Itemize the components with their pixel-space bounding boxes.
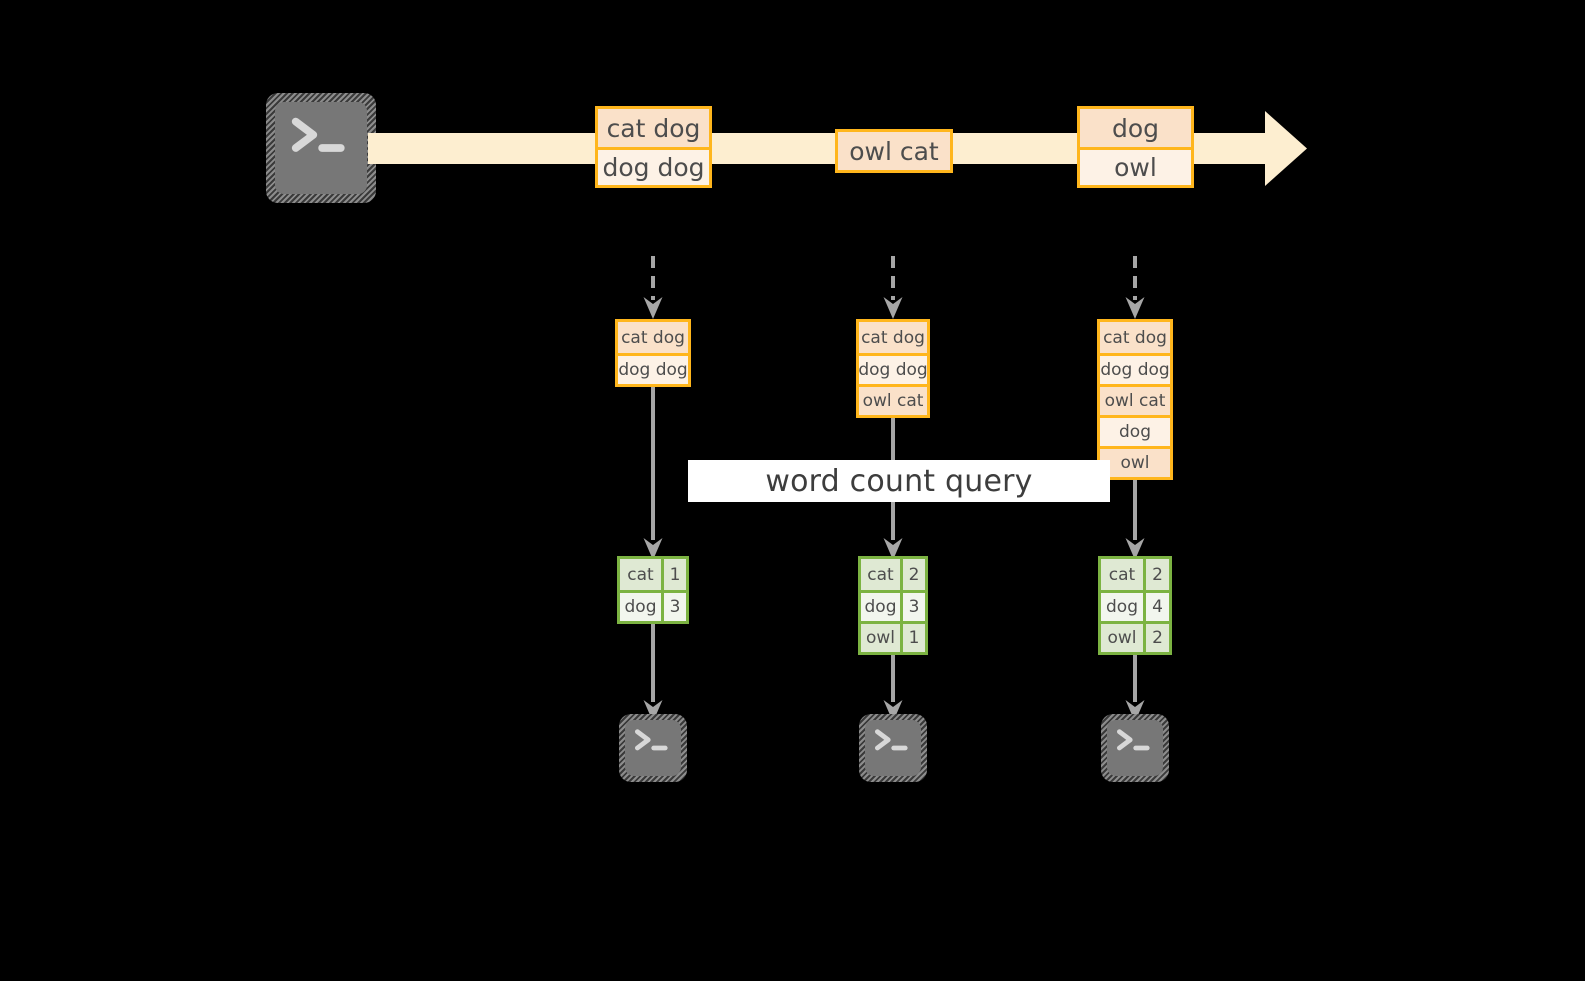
record-row: cat dog bbox=[618, 322, 688, 353]
record-row: dog dog bbox=[618, 353, 688, 384]
record-row: dog dog bbox=[858, 353, 928, 384]
snapshot-inbound-arrow-1 bbox=[643, 256, 663, 319]
snapshot-2-sink-arrow bbox=[883, 655, 903, 722]
record-row: owl cat bbox=[1100, 384, 1170, 415]
count-value-cell: 1 bbox=[664, 559, 686, 590]
count-word-cell: owl bbox=[1101, 624, 1146, 652]
snapshot-3-sink-terminal-icon: >_ bbox=[1101, 714, 1169, 782]
snapshot-1-sink-terminal-icon: >_ bbox=[619, 714, 687, 782]
arrowhead-down bbox=[883, 538, 903, 560]
terminal-prompt-glyph bbox=[874, 729, 908, 751]
record-row: cat dog bbox=[859, 322, 927, 353]
record-row: owl cat bbox=[838, 132, 950, 170]
record-row: dog dog bbox=[598, 147, 709, 185]
record-row: dog bbox=[1100, 415, 1170, 446]
arrowhead-down bbox=[883, 700, 903, 722]
arrowhead-down bbox=[643, 297, 663, 319]
count-word-cell: cat bbox=[861, 559, 903, 590]
count-word-cell: dog bbox=[1101, 593, 1146, 621]
snapshot-1-query-arrow bbox=[643, 387, 663, 560]
arrowhead-right bbox=[1265, 111, 1307, 186]
record-row: cat dog bbox=[1100, 322, 1170, 353]
terminal-prompt-glyph bbox=[634, 729, 668, 751]
snapshot-1-sink-arrow bbox=[643, 624, 663, 722]
count-value-cell: 2 bbox=[903, 559, 925, 590]
snapshot-2-sink-terminal-icon: >_ bbox=[859, 714, 927, 782]
record-row: cat dog bbox=[598, 109, 709, 147]
snapshot-3-query-arrow bbox=[1125, 480, 1145, 560]
record-row: owl bbox=[1080, 147, 1191, 185]
stream-group-2[interactable]: owl cat bbox=[835, 129, 953, 173]
snapshot-inbound-arrow-3 bbox=[1125, 256, 1145, 319]
arrowhead-down bbox=[643, 700, 663, 722]
record-row: dog dog bbox=[1100, 353, 1170, 384]
count-value-cell: 2 bbox=[1146, 624, 1169, 652]
count-word-cell: dog bbox=[861, 593, 903, 621]
record-row: dog bbox=[1080, 109, 1191, 147]
arrowhead-down bbox=[883, 297, 903, 319]
count-word-cell: owl bbox=[861, 624, 903, 652]
count-value-cell: 1 bbox=[903, 624, 925, 652]
terminal-prompt-glyph bbox=[1116, 729, 1150, 751]
record-row: owl bbox=[1100, 446, 1170, 477]
count-value-cell: 4 bbox=[1146, 593, 1169, 621]
count-value-cell: 2 bbox=[1146, 559, 1169, 590]
count-word-cell: cat bbox=[620, 559, 664, 590]
arrowhead-down bbox=[643, 538, 663, 560]
stream-arrowhead bbox=[1265, 111, 1307, 186]
source-terminal-icon: >_ bbox=[266, 93, 376, 203]
arrowhead-down bbox=[1125, 700, 1145, 722]
snapshot-inbound-arrow-2 bbox=[883, 256, 903, 319]
count-value-cell: 3 bbox=[903, 593, 925, 621]
count-value-cell: 3 bbox=[664, 593, 686, 621]
terminal-prompt-glyph bbox=[291, 117, 345, 152]
arrowhead-down bbox=[1125, 297, 1145, 319]
record-row: owl cat bbox=[859, 384, 927, 415]
snapshot-3-sink-arrow bbox=[1125, 655, 1145, 722]
arrowhead-down bbox=[1125, 538, 1145, 560]
count-word-cell: dog bbox=[620, 593, 664, 621]
query-label: word count query bbox=[688, 460, 1110, 502]
count-word-cell: cat bbox=[1101, 559, 1146, 590]
